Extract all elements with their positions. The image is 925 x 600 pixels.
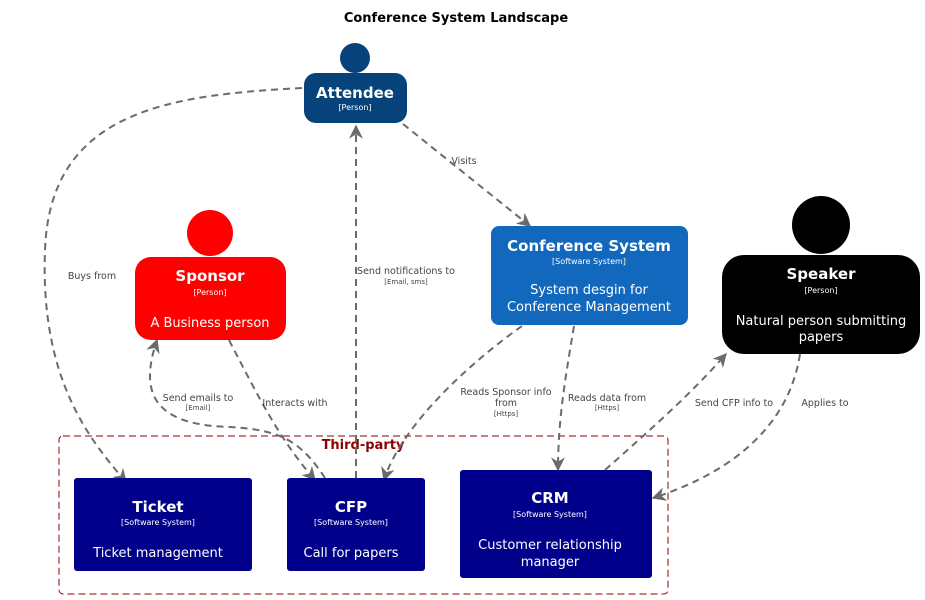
crm-box — [460, 470, 652, 578]
cfp-type: [Software System] — [314, 518, 388, 527]
edge-reads-data: Reads data from [Https] — [551, 325, 646, 472]
ticket-node[interactable]: Ticket [Software System] Ticket manageme… — [74, 478, 252, 571]
cfp-box — [287, 478, 425, 571]
sponsor-box — [135, 257, 286, 340]
cfp-node[interactable]: CFP [Software System] Call for papers — [287, 478, 425, 571]
edge-label-send-emails: Send emails to — [163, 393, 234, 404]
attendee-type: [Person] — [338, 103, 371, 112]
conference-system-box — [491, 226, 688, 325]
edge-send-cfp: Send CFP info to — [604, 352, 773, 471]
crm-name: CRM — [531, 489, 569, 507]
edge-tech-send-emails: [Email] — [186, 404, 211, 412]
edge-buys-from: Buys from — [43, 87, 303, 484]
crm-description-1: Customer relationship — [478, 538, 622, 553]
edge-interacts-with: Interacts with — [228, 339, 328, 482]
edge-label-reads-data: Reads data from — [568, 393, 646, 404]
crm-node[interactable]: CRM [Software System] Customer relations… — [460, 470, 652, 578]
sponsor-type: [Person] — [193, 288, 226, 297]
crm-type: [Software System] — [513, 510, 587, 519]
edge-reads-sponsor: Reads Sponsor info from [Https] — [381, 325, 552, 482]
speaker-type: [Person] — [804, 286, 837, 295]
speaker-node[interactable]: Speaker [Person] Natural person submitti… — [722, 196, 920, 354]
conference-system-name: Conference System — [507, 237, 671, 255]
edge-label-reads-sponsor-1: Reads Sponsor info — [460, 387, 551, 398]
edge-applies-to: Applies to — [651, 353, 849, 501]
attendee-box — [304, 73, 407, 123]
ticket-name: Ticket — [132, 498, 183, 516]
speaker-description-1: Natural person submitting — [736, 314, 907, 329]
speaker-box — [722, 255, 920, 354]
sponsor-node[interactable]: Sponsor [Person] A Business person — [135, 210, 286, 340]
edge-label-interacts-with: Interacts with — [262, 398, 327, 409]
ticket-description: Ticket management — [92, 546, 223, 561]
edge-tech-send-notifications: [Email, sms] — [384, 278, 428, 286]
edge-label-send-cfp: Send CFP info to — [695, 398, 773, 409]
conference-system-type: [Software System] — [552, 257, 626, 266]
edge-label-buys-from: Buys from — [68, 271, 116, 282]
edge-visits: Visits — [402, 123, 532, 227]
cfp-name: CFP — [335, 498, 367, 516]
sponsor-person-icon — [187, 210, 233, 256]
attendee-node[interactable]: Attendee [Person] — [304, 43, 407, 123]
edge-label-applies-to: Applies to — [801, 398, 848, 409]
crm-description-2: manager — [521, 555, 580, 570]
speaker-person-icon — [792, 196, 850, 254]
conference-system-description-2: Conference Management — [507, 300, 671, 315]
sponsor-name: Sponsor — [175, 267, 245, 285]
edge-tech-reads-data: [Https] — [595, 404, 620, 412]
edge-send-emails: Send emails to [Email] — [146, 338, 326, 479]
speaker-name: Speaker — [787, 265, 857, 283]
boundary-label: Third-party — [322, 438, 405, 453]
speaker-description-2: papers — [799, 330, 844, 345]
edge-label-send-notifications: Send notifications to — [357, 266, 455, 277]
edge-label-reads-sponsor-2: from — [495, 398, 517, 409]
attendee-person-icon — [340, 43, 370, 73]
edge-send-notifications: Send notifications to [Email, sms] — [349, 124, 455, 478]
ticket-box — [74, 478, 252, 571]
sponsor-description: A Business person — [150, 316, 269, 331]
edge-tech-reads-sponsor: [Https] — [494, 410, 519, 418]
cfp-description: Call for papers — [304, 546, 399, 561]
conference-system-description-1: System desgin for — [530, 283, 648, 298]
conference-system-node[interactable]: Conference System [Software System] Syst… — [491, 226, 688, 325]
attendee-name: Attendee — [316, 84, 394, 102]
third-party-boundary: Third-party — [58, 435, 669, 595]
edge-label-visits: Visits — [451, 156, 476, 167]
diagram-title: Conference System Landscape — [344, 11, 569, 26]
ticket-type: [Software System] — [121, 518, 195, 527]
